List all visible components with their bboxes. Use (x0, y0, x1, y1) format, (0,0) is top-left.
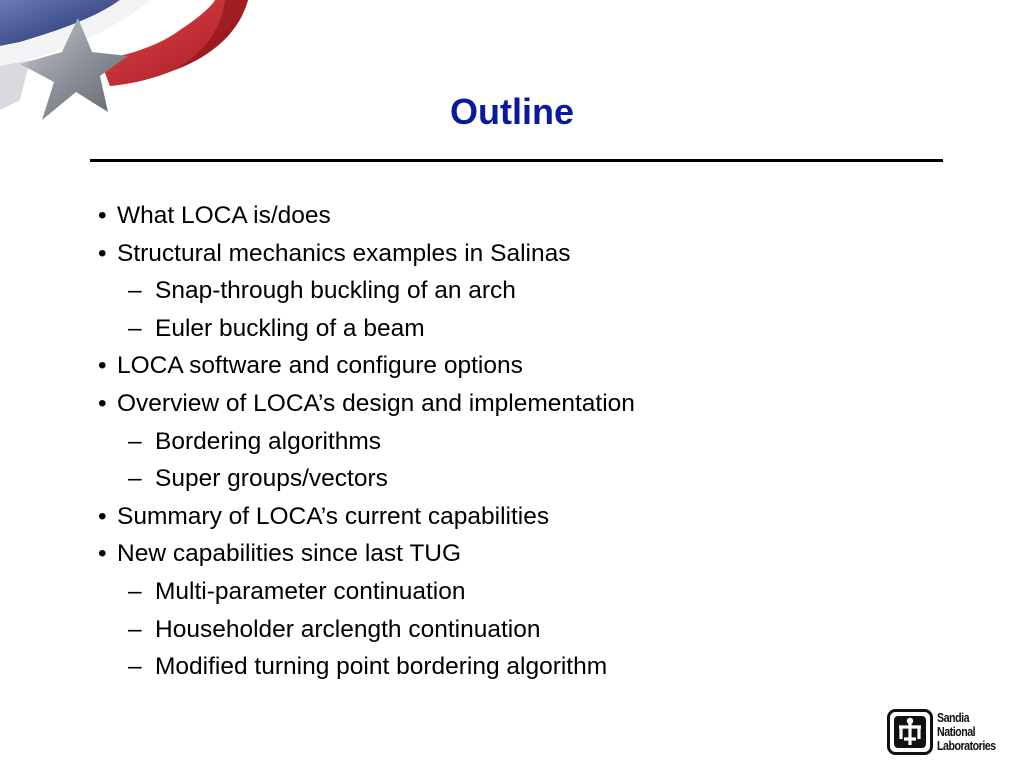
bullet-marker: • (98, 389, 107, 417)
bullet-marker: • (98, 502, 107, 530)
thunderbird-logo-icon (887, 709, 933, 755)
outline-subitem: –Euler buckling of a beam (98, 310, 635, 348)
dash-marker: – (128, 615, 142, 643)
slide-title: Outline (450, 91, 574, 132)
logo-text: Sandia National Laboratories (937, 711, 996, 753)
dash-marker: – (128, 314, 142, 342)
outline-item-text: What LOCA is/does (117, 202, 331, 229)
outline-subitem: –Super groups/vectors (98, 460, 635, 498)
dash-marker: – (128, 653, 142, 681)
outline-item: • What LOCA is/does (98, 197, 635, 235)
outline-item: • LOCA software and configure options (98, 347, 635, 385)
outline-item-text: New capabilities since last TUG (117, 540, 462, 568)
outline-item: • Structural mechanics examples in Salina… (98, 235, 635, 273)
logo-line: National (937, 724, 976, 739)
sandia-logo: Sandia National Laboratories (887, 706, 1013, 758)
outline-item-text: Householder arclength continuation (155, 615, 541, 643)
logo-line: Sandia (937, 710, 970, 725)
outline-subitem: –Modified turning point bordering algori… (98, 648, 635, 686)
dash-marker: – (128, 427, 142, 455)
bullet-marker: • (98, 202, 107, 229)
outline-item: • Summary of LOCA’s current capabilities (98, 498, 635, 536)
outline-item-text: Overview of LOCA’s design and implementa… (117, 389, 635, 417)
outline-item-text: Euler buckling of a beam (155, 314, 425, 342)
outline-item-text: Structural mechanics examples in Salinas (117, 239, 571, 267)
outline-item: • Overview of LOCA’s design and implement… (98, 385, 635, 423)
outline-list: • What LOCA is/does • Structural mechanics … (98, 197, 635, 686)
outline-item-text: Super groups/vectors (155, 465, 388, 493)
outline-subitem: –Bordering algorithms (98, 423, 635, 461)
outline-subitem: –Householder arclength continuation (98, 611, 635, 649)
title-divider (90, 159, 943, 162)
outline-item-text: LOCA software and configure options (117, 352, 523, 380)
outline-item-text: Summary of LOCA’s current capabilities (117, 502, 550, 530)
outline-item-text: Modified turning point bordering algorit… (155, 653, 608, 681)
outline-subitem: –Snap-through buckling of an arch (98, 272, 635, 310)
outline-item-text: Multi-parameter continuation (155, 577, 466, 605)
dash-marker: – (128, 465, 142, 493)
dash-marker: – (128, 277, 142, 305)
outline-subitem: –Multi-parameter continuation (98, 573, 635, 611)
flag-star-swoosh-icon (0, 0, 260, 150)
outline-item: • New capabilities since last TUG (98, 535, 635, 573)
bullet-marker: • (98, 239, 107, 267)
dash-marker: – (128, 577, 142, 605)
outline-item-text: Bordering algorithms (155, 427, 382, 455)
outline-item-text: Snap-through buckling of an arch (155, 277, 516, 305)
logo-line: Laboratories (937, 738, 996, 753)
bullet-marker: • (98, 540, 107, 568)
bullet-marker: • (98, 352, 107, 380)
